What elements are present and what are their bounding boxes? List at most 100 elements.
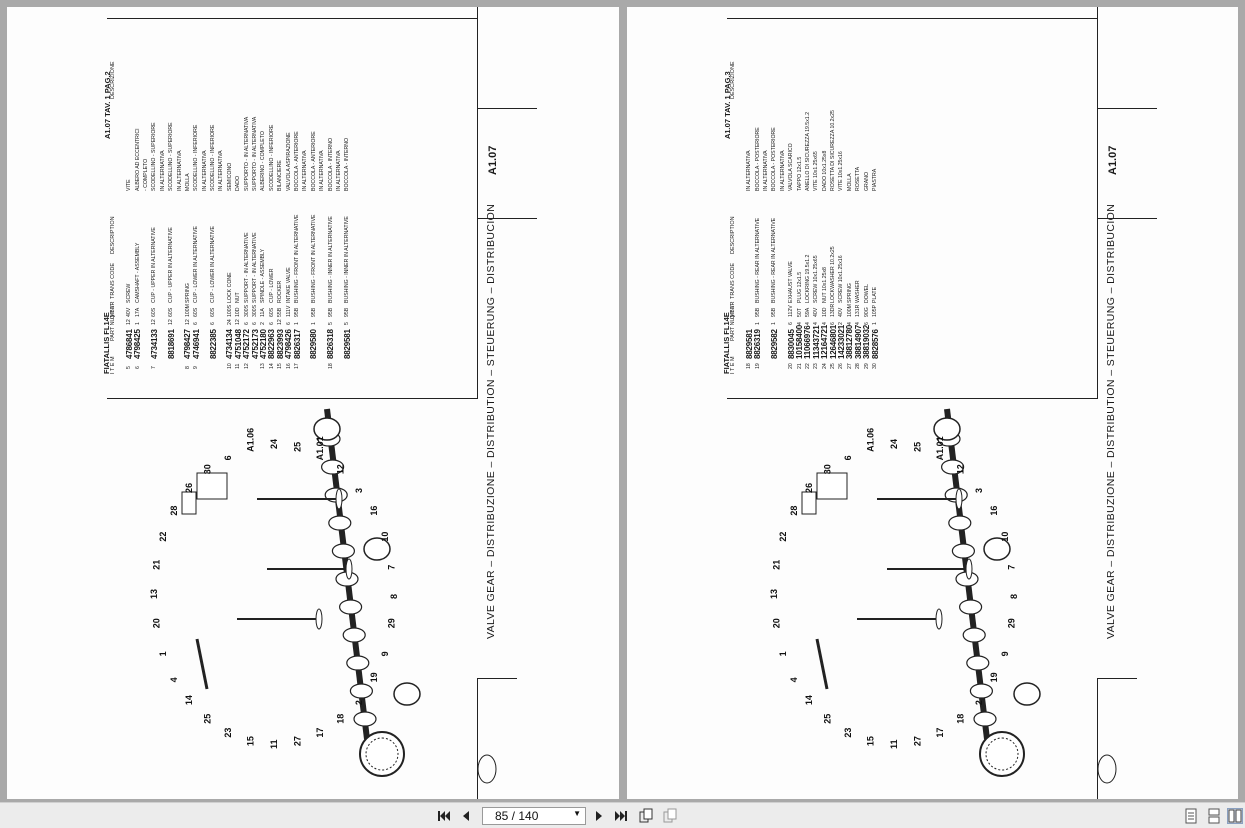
callout-label: 25 <box>202 714 212 724</box>
cell-desc_it: IN ALTERNATIVA <box>218 150 225 191</box>
cell-desc_it: SEMICONO <box>226 162 233 191</box>
cell-part: 4746941 <box>191 329 201 359</box>
page-title: VALVE GEAR – DISTRIBUZIONE – DISTRIBUTIO… <box>485 203 497 639</box>
callout-label: 23 <box>223 728 233 738</box>
callout-label: 24 <box>889 439 899 449</box>
cell-trans: 60S <box>193 307 200 317</box>
cam-lobe <box>966 655 990 671</box>
callout-label: 4 <box>789 677 799 682</box>
callout-label: 23 <box>843 728 853 738</box>
callout-label: A1.06 <box>866 428 876 452</box>
cell-trans: 95B <box>771 307 778 317</box>
valve-spring <box>181 491 197 515</box>
cell-item: 11 <box>235 363 242 369</box>
cell-trans: 111V <box>285 305 292 317</box>
two-page-view-icon[interactable] <box>1227 808 1243 824</box>
cell-desc_it: IN ALTERNATIVA <box>319 150 326 191</box>
next-page-icon[interactable] <box>591 808 607 824</box>
cell-part: 8829581 <box>342 329 352 359</box>
cell-desc: PLATE <box>872 286 879 303</box>
callout-label: 10 <box>380 532 390 542</box>
cell-desc: SUPPORT - IN ALTERNATIVE <box>243 232 250 303</box>
cell-item: 30 <box>872 363 879 369</box>
cell-part: 4798425 <box>133 329 143 359</box>
cam-lobe <box>328 515 352 531</box>
cell-item: 18 <box>746 363 753 369</box>
cell-trans: 100S <box>226 304 233 317</box>
cell-part: 8826318 <box>326 329 336 359</box>
cell-desc: CUP - LOWER <box>268 268 275 304</box>
continuous-view-icon[interactable] <box>1206 808 1222 824</box>
cell-desc: SPRING <box>846 283 853 303</box>
cell-desc_it: VITE 10x1.25x65 <box>813 151 820 191</box>
cell-qty: 12 <box>235 319 242 325</box>
chevron-down-icon: ▼ <box>573 809 581 818</box>
last-page-icon[interactable] <box>613 808 629 824</box>
cell-desc: NUT 10x1.25x8 <box>821 267 828 303</box>
single-page-view-icon[interactable] <box>1183 808 1199 824</box>
valve-head <box>955 488 963 510</box>
cell-desc: SCREW 10x1.25x65 <box>813 255 820 303</box>
callout-label: 13 <box>149 589 159 599</box>
cell-desc: INTAKE VALVE <box>285 267 292 303</box>
cam-lobe <box>321 459 345 475</box>
cell-desc_it: VITE 10x1.25x16 <box>838 151 845 191</box>
cell-desc_it: PIASTRA <box>872 168 879 191</box>
callout-label: 11 <box>889 739 899 749</box>
callout-label: 17 <box>935 728 945 738</box>
cell-desc_it: SUPPORTO - IN ALTERNATIVA <box>252 116 259 191</box>
fit-page-icon[interactable] <box>662 808 678 824</box>
page-number-select[interactable]: 85 / 140 ▼ <box>482 807 586 825</box>
rotate-view-icon[interactable] <box>638 808 654 824</box>
cell-qty: 2 <box>838 322 845 325</box>
cell-part: 8829580 <box>309 329 319 359</box>
cam-lobe <box>346 655 370 671</box>
cell-desc: EXHAUST VALVE <box>788 261 795 303</box>
cell-qty: 12 <box>277 319 284 325</box>
previous-page-icon[interactable] <box>458 808 474 824</box>
cell-item: 13 <box>260 363 267 369</box>
callout-label: 29 <box>1007 618 1017 628</box>
callout-label: A1.06 <box>246 428 256 452</box>
cam-lobe <box>951 543 975 559</box>
table-row: IN ALTERNATIVA <box>762 24 770 369</box>
rocker-spindle <box>195 638 209 690</box>
cell-qty: 6 <box>788 322 795 325</box>
cell-desc_it: BOCCOLA - POSTERIORE <box>754 127 761 191</box>
cell-desc: CUP - LOWER IN ALTERNATIVE <box>210 226 217 303</box>
cell-desc_it: ALBERO AD ECCENTRICI <box>134 128 141 191</box>
callout-label: 12 <box>336 464 346 474</box>
callout-label: 21 <box>771 560 781 570</box>
callout-label: 26 <box>184 483 194 493</box>
table-row: IN ALTERNATIVA <box>335 24 343 369</box>
cell-desc_it: BILANCIERE <box>277 160 284 191</box>
cell-part: 8828576 <box>870 329 880 359</box>
col-trans-header: TRANS CODE <box>730 262 736 299</box>
cell-item: 29 <box>863 363 870 369</box>
cell-desc: SCREW <box>126 283 133 303</box>
rocker-spindle <box>815 638 829 690</box>
cell-desc: CAMSHAFT - ASSEMBLY <box>134 242 141 303</box>
cell-qty: 12 <box>151 319 158 325</box>
cell-qty: 4 <box>804 322 811 325</box>
gear-teeth <box>365 737 399 771</box>
cell-desc_it: IN ALTERNATIVA <box>779 150 786 191</box>
cell-desc: BUSHING - FRONT IN ALTERNATIVE <box>294 214 300 303</box>
cell-desc_it: SUPPORTO - IN ALTERNATIVA <box>243 116 250 191</box>
first-page-icon[interactable] <box>436 808 452 824</box>
cam-lobe <box>973 711 997 727</box>
cell-trans: 95B <box>344 307 351 317</box>
cell-trans: 11A <box>260 308 267 317</box>
